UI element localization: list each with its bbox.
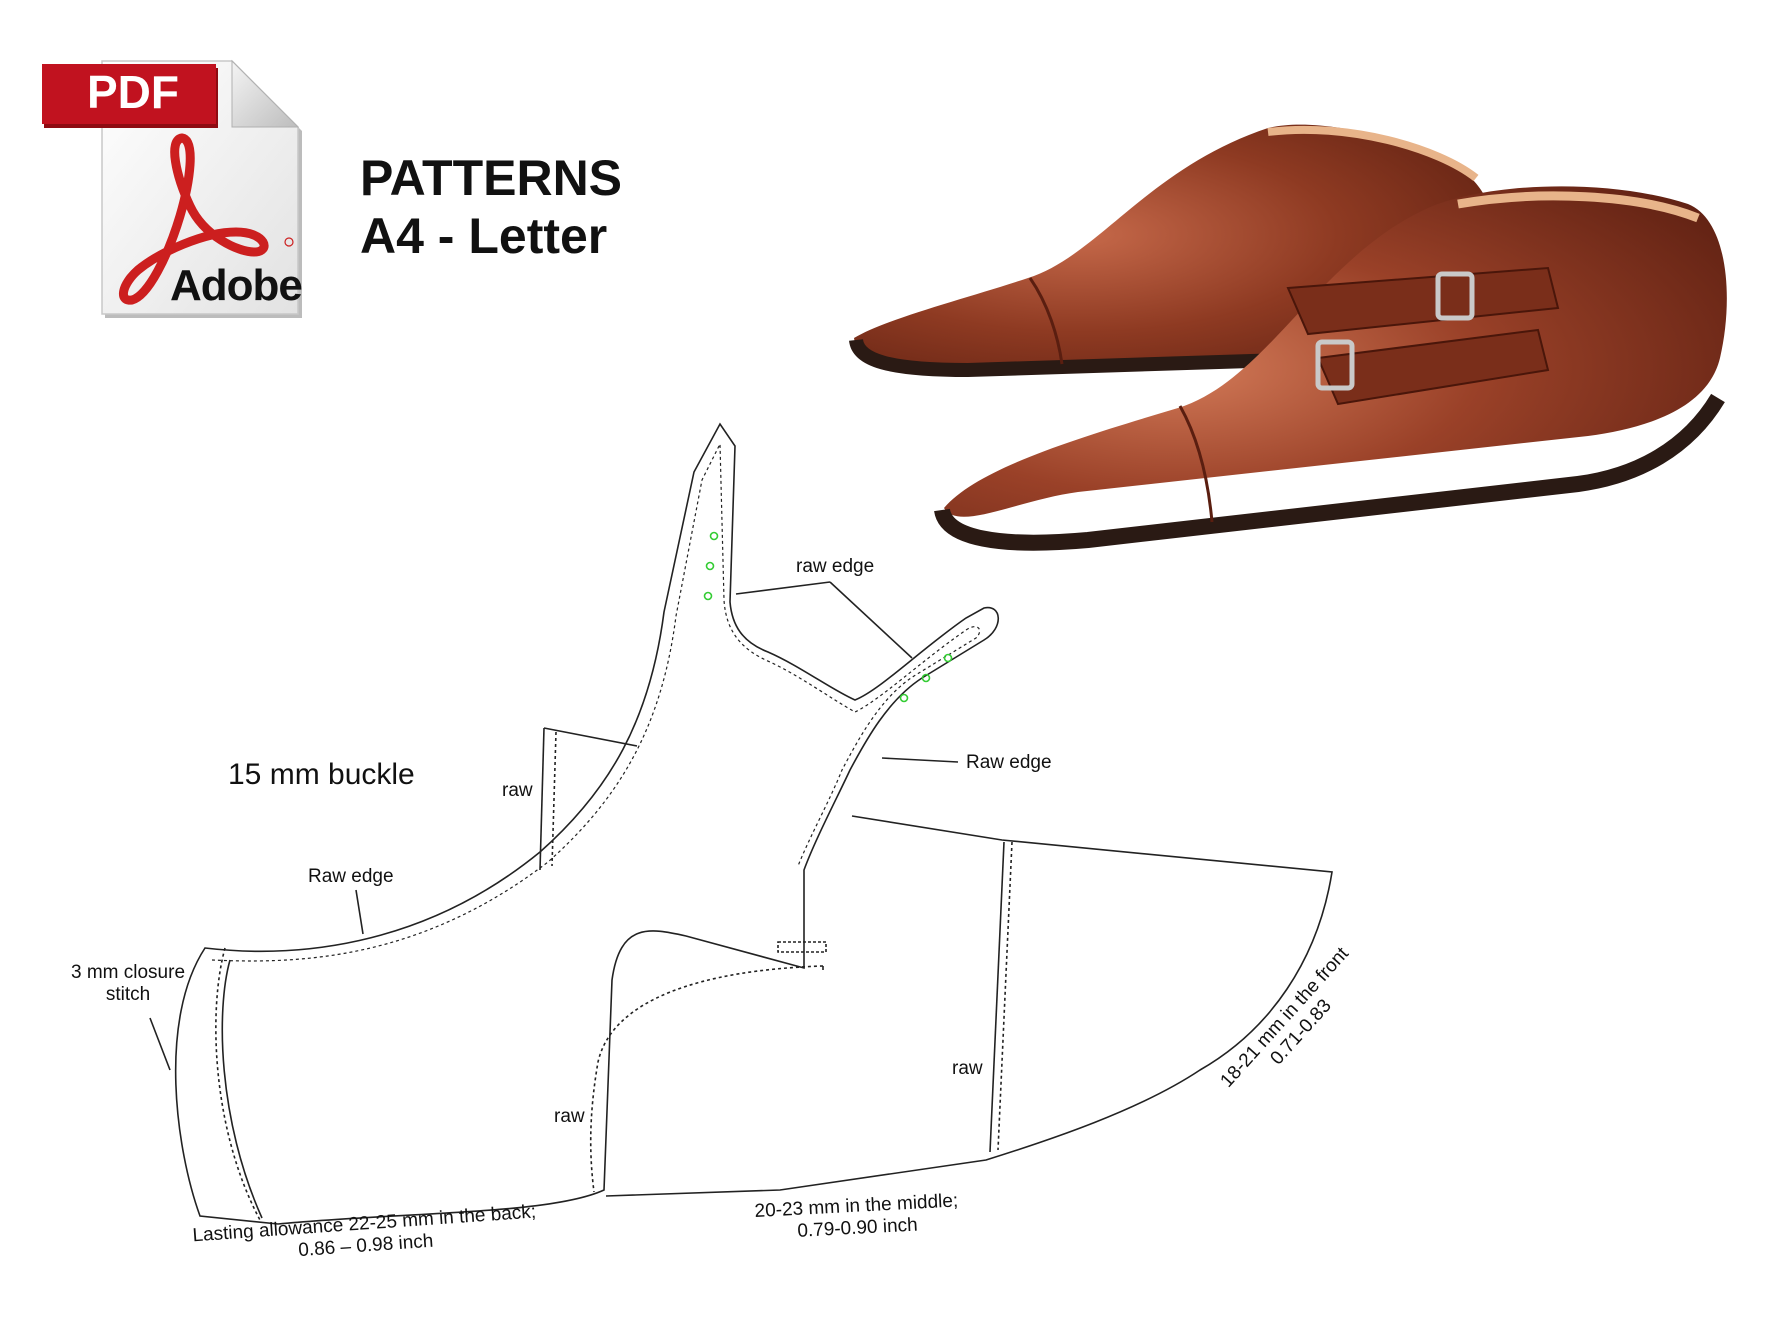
raw-edge-right-label: Raw edge	[966, 752, 1052, 773]
pattern-stitch-line	[211, 443, 981, 962]
punch-marker	[921, 673, 931, 683]
left-wedge-top	[543, 727, 638, 747]
strap-slot	[777, 941, 827, 953]
upper-buckle-icon	[1435, 271, 1475, 321]
raw-edge-top-label: raw edge	[796, 556, 875, 577]
middle-seam-line	[589, 965, 824, 1193]
front-shoe	[934, 186, 1727, 551]
raw-edge-left-label: Raw edge	[308, 866, 394, 887]
punch-marker	[943, 653, 953, 663]
punch-markers	[703, 531, 953, 703]
raw-label-wedge: raw	[502, 780, 533, 801]
punch-marker	[705, 561, 715, 571]
adobe-logo-word: Adobe	[170, 261, 303, 310]
title-line-patterns: PATTERNS	[360, 150, 623, 206]
pattern-outer-outline	[174, 422, 999, 1225]
raw-label-right: raw	[952, 1058, 983, 1079]
raw-label-middle: raw	[554, 1106, 585, 1127]
leader-raw-edge-left	[355, 889, 364, 935]
buckle-size-label: 15 mm buckle	[228, 758, 415, 791]
page-title: PATTERNS A4 - Letter	[360, 150, 622, 265]
lower-buckle-icon	[1315, 339, 1355, 391]
closure-stitch-line1: 3 mm closure	[70, 962, 186, 983]
heel-stitch-line	[215, 947, 261, 1221]
punch-marker	[703, 591, 713, 601]
leader-raw-edge-top-a	[735, 581, 831, 595]
closure-stitch-line2: stitch	[105, 984, 151, 1005]
pdf-badge-text: PDF	[87, 66, 179, 118]
closure-stitch-label: 3 mm closure stitch	[58, 962, 198, 1006]
leader-closure-stitch	[149, 1017, 171, 1071]
leader-raw-edge-right	[881, 757, 959, 763]
monk-strap-shoes-image	[849, 124, 1727, 551]
punch-marker	[709, 531, 719, 541]
punch-marker	[899, 693, 909, 703]
leader-raw-edge-top-b	[829, 581, 913, 659]
registered-mark-icon	[284, 237, 294, 247]
toe-section-outline	[605, 815, 1333, 1197]
pdf-file-icon	[42, 59, 302, 318]
right-seam-line	[989, 841, 1005, 1153]
title-line-paper-size: A4 - Letter	[360, 207, 608, 264]
